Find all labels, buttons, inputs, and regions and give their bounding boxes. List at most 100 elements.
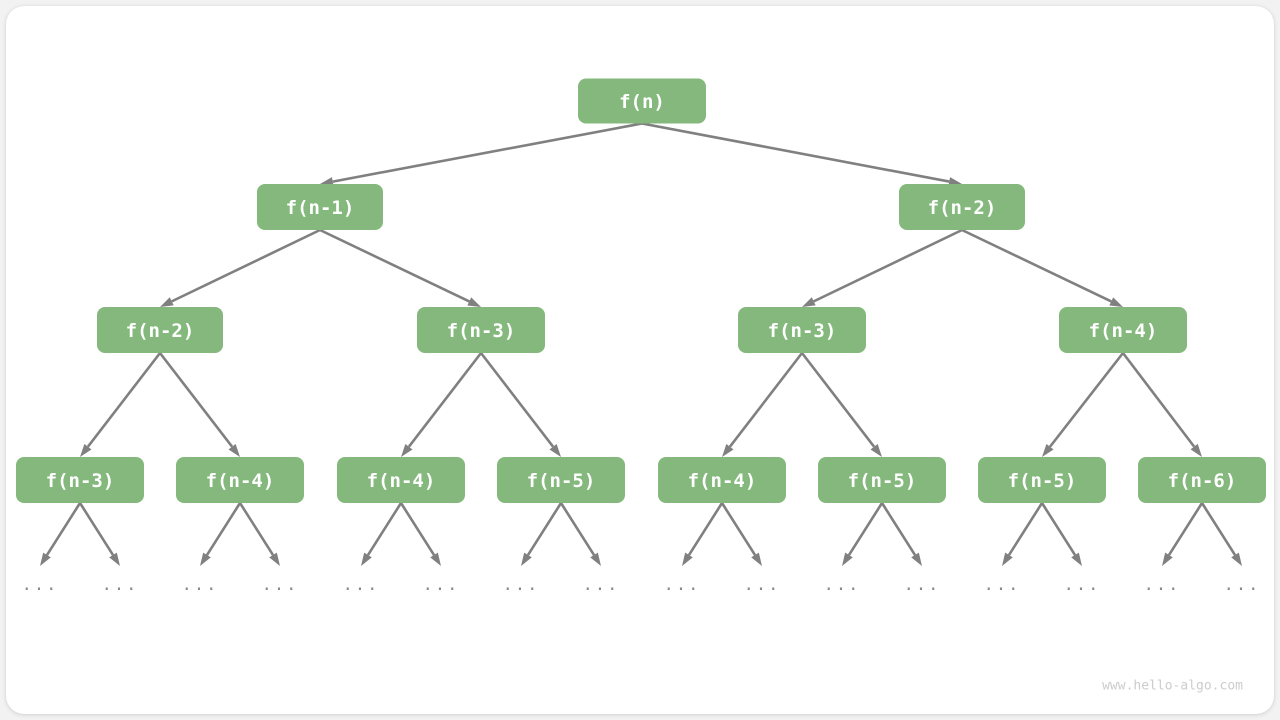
leaf-stub-arrow-0: [40, 502, 82, 566]
edge-line: [1167, 502, 1204, 556]
ellipsis-marker-0: ...: [22, 575, 59, 595]
node-box[interactable]: [978, 457, 1106, 503]
node-box[interactable]: [1059, 307, 1187, 353]
arrow-head-icon: [948, 177, 962, 187]
tree-node-n9[interactable]: f(n-4): [337, 457, 465, 503]
arrow-head-icon: [1162, 552, 1173, 566]
arrow-head-icon: [40, 552, 51, 566]
arrow-head-icon: [1042, 443, 1054, 457]
tree-node-n6[interactable]: f(n-4): [1059, 307, 1187, 353]
leaf-stub-arrow-15: [1200, 502, 1242, 566]
ellipsis-marker-13: ...: [1064, 575, 1101, 595]
leaf-stub-arrow-8: [682, 502, 724, 566]
ellipsis-marker-6: ...: [503, 575, 540, 595]
edge-line: [961, 228, 1112, 303]
edge-n2-to-n5: [802, 228, 963, 307]
leaf-stub-arrow-6: [521, 502, 563, 566]
leaf-stub-arrow-12: [1002, 502, 1044, 566]
edge-line: [880, 502, 917, 556]
arrow-head-icon: [1071, 552, 1082, 566]
arrow-head-icon: [80, 443, 92, 457]
node-label: f(n-5): [527, 470, 596, 492]
tree-node-n12[interactable]: f(n-5): [818, 457, 946, 503]
edge-line: [399, 502, 436, 556]
edge-line: [238, 502, 275, 556]
ellipsis-marker-9: ...: [744, 575, 781, 595]
edge-n0-to-n1: [320, 122, 643, 187]
node-label: f(n-5): [1008, 470, 1077, 492]
edge-line: [479, 352, 555, 448]
edge-line: [1200, 502, 1237, 556]
arrow-head-icon: [269, 552, 280, 566]
node-label: f(n-4): [688, 470, 757, 492]
tree-node-n5[interactable]: f(n-3): [738, 307, 866, 353]
leaf-stub-arrow-11: [880, 502, 922, 566]
arrow-head-icon: [802, 297, 816, 307]
node-label: f(n): [619, 91, 665, 113]
node-label: f(n-3): [768, 320, 837, 342]
tree-node-n10[interactable]: f(n-5): [497, 457, 625, 503]
node-box[interactable]: [658, 457, 786, 503]
arrow-head-icon: [590, 552, 601, 566]
leaf-stub-arrow-9: [720, 502, 762, 566]
ellipsis-marker-15: ...: [1224, 575, 1261, 595]
node-box[interactable]: [16, 457, 144, 503]
node-box[interactable]: [1138, 457, 1266, 503]
edge-n1-to-n3: [160, 228, 321, 307]
arrow-head-icon: [160, 297, 174, 307]
node-label: f(n-2): [126, 320, 195, 342]
ellipsis-marker-3: ...: [262, 575, 299, 595]
arrow-head-icon: [401, 443, 413, 457]
node-box[interactable]: [337, 457, 465, 503]
arrow-head-icon: [1190, 443, 1202, 457]
node-label: f(n-3): [46, 470, 115, 492]
edge-line: [526, 502, 563, 556]
arrow-head-icon: [1109, 297, 1123, 307]
arrow-head-icon: [109, 552, 120, 566]
ellipsis-marker-5: ...: [423, 575, 460, 595]
arrow-head-icon: [682, 552, 693, 566]
node-box[interactable]: [417, 307, 545, 353]
node-box[interactable]: [818, 457, 946, 503]
edge-n4-to-n10: [479, 352, 561, 457]
node-box[interactable]: [738, 307, 866, 353]
leaf-stub-arrow-14: [1162, 502, 1204, 566]
node-box[interactable]: [176, 457, 304, 503]
arrow-head-icon: [842, 552, 853, 566]
node-box[interactable]: [899, 184, 1025, 230]
tree-node-n11[interactable]: f(n-4): [658, 457, 786, 503]
arrow-head-icon: [549, 443, 561, 457]
tree-node-n14[interactable]: f(n-6): [1138, 457, 1266, 503]
edge-line: [78, 502, 115, 556]
edge-line: [319, 228, 470, 303]
edge-line: [366, 502, 403, 556]
node-label: f(n-4): [206, 470, 275, 492]
ellipsis-marker-2: ...: [182, 575, 219, 595]
node-box[interactable]: [97, 307, 223, 353]
node-box[interactable]: [578, 78, 706, 124]
arrow-head-icon: [1231, 552, 1242, 566]
tree-node-n8[interactable]: f(n-4): [176, 457, 304, 503]
edges-layer: [80, 122, 1202, 457]
arrow-head-icon: [1002, 552, 1013, 566]
tree-node-n4[interactable]: f(n-3): [417, 307, 545, 353]
tree-node-n7[interactable]: f(n-3): [16, 457, 144, 503]
tree-node-n1[interactable]: f(n-1): [257, 184, 383, 230]
tree-node-n3[interactable]: f(n-2): [97, 307, 223, 353]
edge-n5-to-n12: [800, 352, 882, 457]
tree-node-n13[interactable]: f(n-5): [978, 457, 1106, 503]
ellipsis-marker-7: ...: [583, 575, 620, 595]
node-box[interactable]: [257, 184, 383, 230]
edge-n2-to-n6: [961, 228, 1123, 307]
edge-n1-to-n4: [319, 228, 481, 307]
leaf-stub-arrows-layer: [40, 502, 1242, 566]
edge-line: [559, 502, 596, 556]
tree-node-n0[interactable]: f(n): [578, 78, 706, 124]
node-box[interactable]: [497, 457, 625, 503]
arrow-head-icon: [751, 552, 762, 566]
tree-node-n2[interactable]: f(n-2): [899, 184, 1025, 230]
leaf-stub-arrow-7: [559, 502, 601, 566]
ellipsis-marker-10: ...: [824, 575, 861, 595]
